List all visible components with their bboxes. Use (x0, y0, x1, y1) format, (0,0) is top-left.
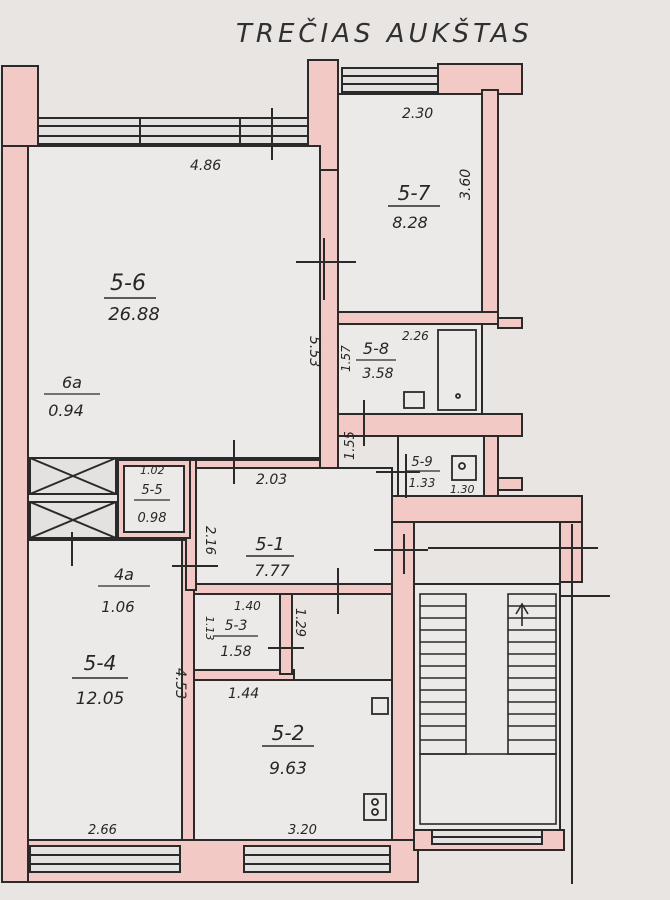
stairwell-area (413, 583, 561, 831)
dim-label-3-20: 3.20 (288, 823, 317, 838)
dim-label-2-16: 2.16 (202, 526, 217, 555)
room-5-9-id: 5-9 (411, 455, 432, 470)
wall-kitchen-top (193, 583, 393, 595)
wall-left-outer (1, 65, 29, 883)
dim-label-1-57: 1.57 (339, 345, 353, 372)
room-5-5-id: 5-5 (141, 483, 162, 498)
room-4a-id: 4a (114, 565, 134, 584)
room-5-8-id: 5-8 (363, 339, 389, 358)
room-5-2-area (193, 679, 393, 841)
kitchen-outlet (371, 697, 389, 715)
room-5-7-area: 8.28 (392, 213, 428, 232)
dim-label-1-44: 1.44 (228, 686, 259, 702)
room-5-3-id: 5-3 (225, 618, 248, 634)
dim-label-4-86: 4.86 (190, 158, 221, 174)
room-6a-id: 6a (62, 373, 82, 392)
room-5-7-area (337, 93, 483, 313)
room-5-9-area: 1.33 (409, 476, 436, 490)
wc-drain (458, 462, 466, 470)
wall-hall-top (195, 459, 321, 469)
room-5-1-area: 7.77 (254, 561, 290, 580)
wall-stair-left (391, 521, 415, 883)
stair-landing (419, 753, 557, 825)
window-living-top (37, 117, 309, 145)
sink (403, 391, 425, 409)
dim-label-1-02: 1.02 (140, 464, 165, 477)
room-interiors (27, 93, 561, 841)
dim-label-3-60: 3.60 (458, 169, 474, 200)
dimension-ticks (71, 108, 610, 884)
dim-label-2-03: 2.03 (256, 472, 287, 488)
wall-bedroom-right (481, 89, 499, 321)
room-5-3-area (193, 593, 281, 671)
dim-label-4-53: 4.53 (172, 668, 188, 699)
bathtub-drain (455, 393, 461, 399)
dim-label-2-66: 2.66 (88, 823, 117, 838)
wc-basin (451, 455, 477, 481)
wall-top-left (1, 65, 39, 147)
wall-right-stub1 (497, 317, 523, 329)
dim-label-1-30: 1.30 (450, 483, 475, 496)
wall-wc-right (483, 435, 499, 497)
dim-label-1-29: 1.29 (292, 608, 307, 637)
dim-label-1-40: 1.40 (234, 599, 261, 613)
room-5-6-area: 26.88 (108, 304, 160, 325)
room-5-6-area (27, 145, 321, 459)
room-5-7-id: 5-7 (398, 181, 431, 205)
dim-label-5-53: 5.53 (306, 336, 322, 367)
room-5-5-area: 0.98 (138, 511, 167, 526)
stair-arrow (515, 602, 529, 626)
dim-label-1-55: 1.55 (343, 431, 358, 460)
room-4a-area: 1.06 (101, 598, 134, 616)
room-5-8-area (337, 323, 483, 415)
dim-label-2-26: 2.26 (402, 329, 429, 343)
room-5-6-id: 5-6 (110, 271, 146, 296)
window-bedroom-top (341, 67, 439, 93)
plan-title: TREČIAS AUKŠTAS (236, 17, 533, 49)
room-5-9-area (397, 435, 485, 497)
stairs (419, 593, 557, 825)
wall-right-stub2 (497, 477, 523, 491)
bathtub (437, 329, 477, 411)
kitchen-stove (363, 793, 387, 821)
window-room4-bottom (29, 845, 181, 873)
wall-under-bedroom (337, 311, 499, 325)
wall-top-right (437, 63, 523, 95)
windows (29, 67, 543, 873)
room-5-5-area (123, 465, 185, 533)
room-5-3-area: 1.58 (220, 644, 251, 660)
vent-shafts (29, 457, 117, 539)
room-5-1-id: 5-1 (255, 534, 284, 555)
wall-closet-right (279, 593, 293, 675)
room-5-2-id: 5-2 (272, 721, 305, 745)
room-5-4-area: 12.05 (76, 689, 125, 709)
wall-corridor-low (391, 495, 583, 523)
fixtures (363, 329, 477, 821)
window-kitchen-bottom (243, 845, 391, 873)
room-5-4-area (27, 539, 183, 841)
room-5-8-area: 3.58 (362, 366, 393, 382)
wall-bath-bottom (337, 413, 523, 437)
dim-label-2-30: 2.30 (402, 106, 433, 122)
room-5-1-area (195, 467, 393, 585)
room-5-2-area: 9.63 (269, 759, 307, 779)
wall-partition-mid (319, 169, 339, 501)
dim-label-1-13: 1.13 (203, 616, 216, 641)
room-5-4-id: 5-4 (84, 651, 117, 675)
room-6a-area: 0.94 (48, 401, 84, 420)
